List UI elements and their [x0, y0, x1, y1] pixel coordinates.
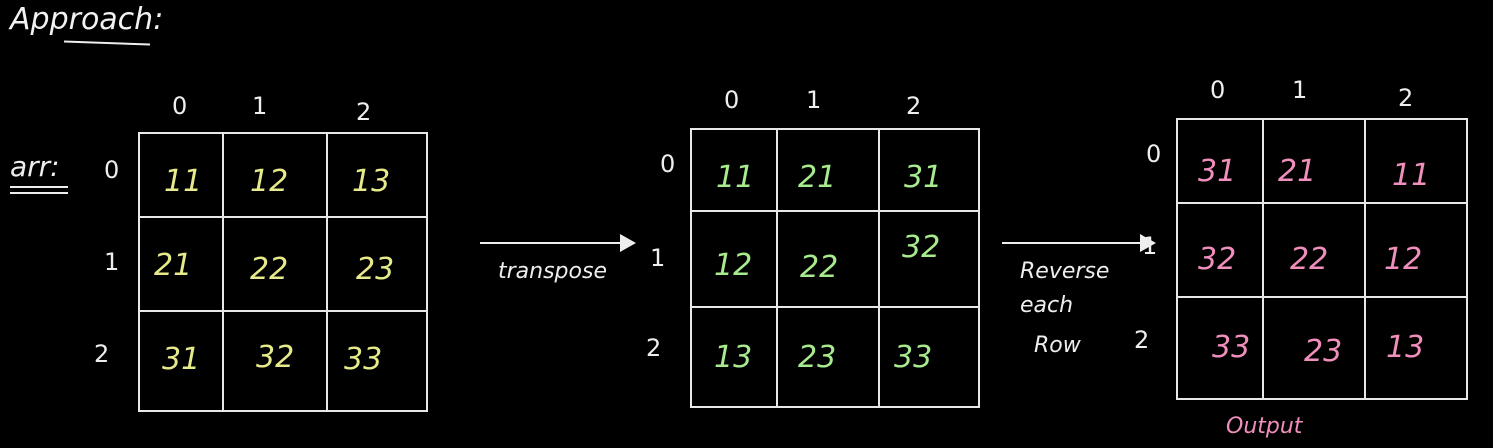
col-index-0: 0	[724, 86, 740, 114]
matrix-cell: 12	[250, 164, 289, 199]
array-label: arr:	[10, 150, 60, 183]
matrix-cell: 32	[1198, 242, 1237, 277]
grid-line	[776, 130, 778, 406]
matrix-cell: 32	[256, 340, 295, 375]
matrix-grid: 11 12 13 21 22 23 31 32 33	[138, 132, 428, 412]
grid-line	[140, 216, 426, 218]
col-index-1: 1	[1292, 76, 1308, 104]
matrix-cell: 13	[352, 164, 391, 199]
matrix-cell: 13	[1386, 330, 1425, 365]
row-index-2: 2	[646, 334, 662, 362]
matrix-cell: 33	[894, 340, 933, 375]
matrix-cell: 22	[800, 250, 839, 285]
matrix-cell: 22	[1290, 242, 1329, 277]
arrow-shaft	[480, 242, 622, 244]
matrix-cell: 23	[1304, 334, 1343, 369]
grid-line	[222, 134, 224, 410]
row-index-1: 1	[104, 248, 120, 276]
grid-line	[1178, 296, 1466, 298]
matrix-grid: 31 21 11 32 22 12 33 23 13	[1176, 118, 1468, 400]
array-label-underline-2	[10, 192, 68, 194]
grid-line	[1178, 202, 1466, 204]
matrix-cell: 11	[1392, 158, 1431, 193]
row-index-1: 1	[650, 244, 666, 272]
output-label: Output	[1226, 414, 1303, 439]
arrow-shaft	[1002, 242, 1142, 244]
arrow-head	[1140, 234, 1156, 252]
matrix-cell: 21	[1278, 154, 1317, 189]
col-index-1: 1	[252, 92, 268, 120]
matrix-cell: 31	[1198, 154, 1237, 189]
row-index-0: 0	[660, 150, 676, 178]
matrix-cell: 32	[902, 230, 941, 265]
matrix-grid: 11 21 31 12 22 32 13 23 33	[690, 128, 980, 408]
array-label-underline	[10, 186, 68, 188]
col-index-2: 2	[356, 98, 372, 126]
matrix-cell: 11	[716, 160, 755, 195]
row-index-2: 2	[94, 340, 110, 368]
grid-line	[878, 130, 880, 406]
grid-line	[140, 310, 426, 312]
matrix-cell: 23	[356, 252, 395, 287]
grid-line	[326, 134, 328, 410]
transpose-label: transpose	[498, 259, 607, 284]
row-index-2: 2	[1134, 326, 1150, 354]
col-index-0: 0	[1210, 76, 1226, 104]
matrix-cell: 21	[798, 160, 837, 195]
matrix-cell: 21	[154, 248, 193, 283]
row-index-1: 1	[1142, 232, 1158, 260]
matrix-cell: 31	[162, 342, 201, 377]
row-index-0: 0	[1146, 140, 1162, 168]
matrix-cell: 33	[1212, 330, 1251, 365]
matrix-cell: 12	[1384, 242, 1423, 277]
grid-line	[692, 210, 978, 212]
arrow-head	[620, 234, 636, 252]
col-index-2: 2	[1398, 84, 1414, 112]
matrix-cell: 22	[250, 252, 289, 287]
col-index-2: 2	[906, 92, 922, 120]
matrix-cell: 11	[164, 164, 203, 199]
grid-line	[1364, 120, 1366, 398]
grid-line	[692, 306, 978, 308]
matrix-cell: 13	[714, 340, 753, 375]
reverse-label-line1: Reverse	[1020, 259, 1110, 284]
col-index-0: 0	[172, 92, 188, 120]
matrix-cell: 23	[798, 340, 837, 375]
reverse-label-line2: each	[1020, 293, 1074, 318]
grid-line	[1262, 120, 1264, 398]
title-underline	[63, 40, 151, 46]
matrix-cell: 31	[904, 160, 943, 195]
page-title: Approach:	[10, 2, 164, 37]
matrix-cell: 12	[714, 248, 753, 283]
reverse-label-line3: Row	[1034, 333, 1081, 358]
row-index-0: 0	[104, 156, 120, 184]
col-index-1: 1	[806, 86, 822, 114]
matrix-cell: 33	[344, 342, 383, 377]
